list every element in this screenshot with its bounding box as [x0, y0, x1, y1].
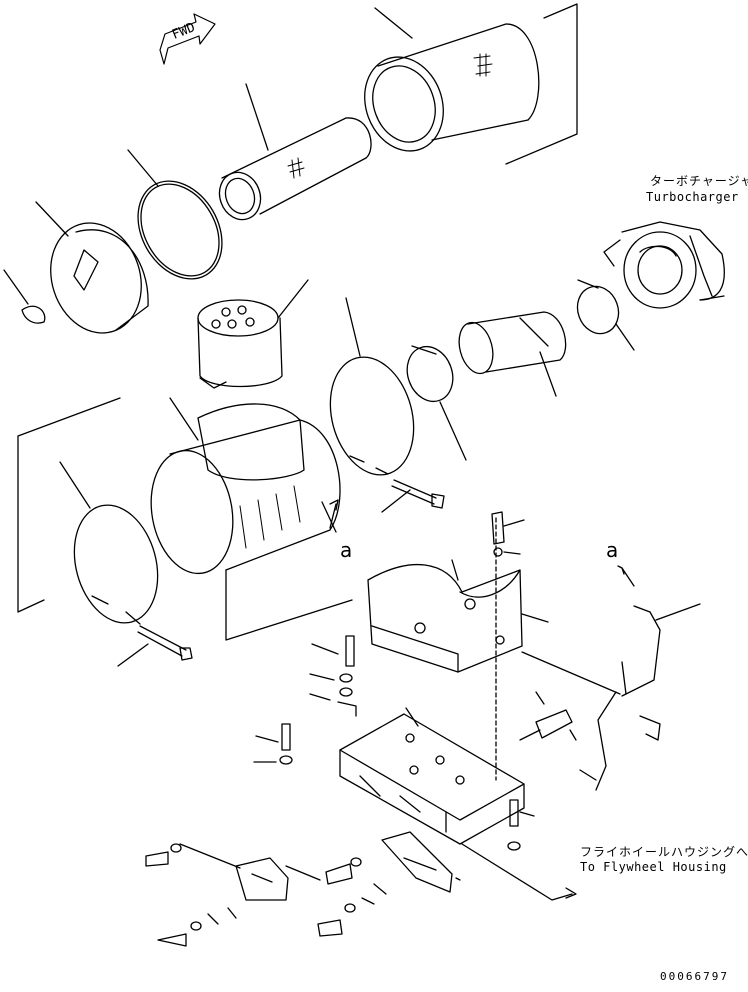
band-left [59, 461, 159, 625]
o-ring [127, 149, 223, 280]
cover [3, 201, 149, 334]
bracket-lower-left [145, 843, 289, 947]
arrow-up-icon [329, 499, 339, 529]
outer-element [364, 23, 540, 152]
hose-clamp-turbo [576, 279, 635, 351]
fwd-arrow-icon [159, 13, 216, 65]
base-plate [339, 707, 525, 845]
bolt-left [117, 625, 193, 667]
dust-indicator [519, 691, 577, 741]
air-cleaner-body [150, 397, 341, 575]
bracket-lines [17, 397, 353, 641]
bolt-right [381, 479, 445, 513]
turbocharger [603, 221, 725, 309]
restriction-pipe [521, 603, 701, 791]
drawing-number: 00066797 [660, 970, 729, 983]
hose-clamp-inlet [406, 345, 467, 461]
precleaner-cap [197, 279, 309, 389]
mounting-saddle [367, 559, 549, 673]
hardware-left [253, 635, 357, 765]
hardware-lower-center [285, 857, 387, 937]
bracket-lower-right [381, 799, 535, 893]
intake-hose [458, 311, 567, 397]
turbocharger-label-jp: ターボチャージャ [650, 174, 748, 188]
bolt-vertical [491, 511, 525, 781]
inner-element [218, 83, 372, 221]
flywheel-label-en: To Flywheel Housing [580, 860, 727, 874]
flywheel-label-jp: フライホイールハウジングへ [580, 845, 748, 859]
turbocharger-label-en: Turbocharger [646, 190, 739, 204]
leader-outer-element [374, 3, 578, 165]
arrow-up-icon-right [617, 565, 635, 587]
ref-a-left: a [340, 538, 353, 562]
arrow-right-icon [461, 843, 577, 901]
ref-a-right: a [606, 538, 619, 562]
band-right [329, 297, 415, 476]
